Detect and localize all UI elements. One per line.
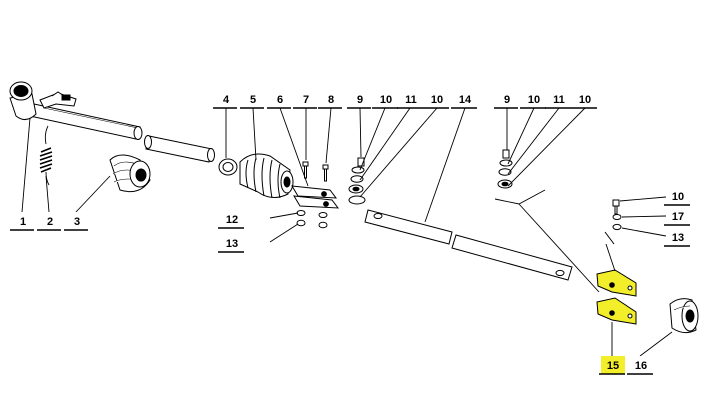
callout-5: 5 [240, 90, 264, 109]
callout-9: 9 [494, 90, 518, 109]
callout-box [242, 90, 264, 108]
callout-10: 10 [423, 90, 449, 109]
callout-9: 9 [347, 90, 371, 109]
callout-number: 11 [405, 94, 417, 106]
part-4-ring [218, 158, 238, 176]
callout-box [666, 187, 690, 205]
callout-number: 4 [223, 94, 230, 106]
connecting-tube [144, 135, 215, 163]
callout-box [320, 90, 342, 108]
callout-number: 8 [328, 94, 334, 106]
callout-box [522, 90, 546, 108]
part-3-rubber-bushing [109, 154, 151, 193]
callout-number: 17 [672, 211, 684, 223]
callout-number: 12 [226, 214, 238, 226]
callout-box [666, 207, 690, 225]
callout-10: 10 [372, 90, 398, 109]
part-13-nuts [296, 219, 328, 229]
part-8-bolt [322, 164, 329, 182]
callout-box [547, 90, 571, 108]
callout-box [295, 90, 317, 108]
part-15-bracket-highlighted [596, 269, 637, 325]
callout-number: 6 [277, 94, 283, 106]
callout-17: 17 [664, 207, 690, 226]
callout-number: 13 [672, 232, 684, 244]
callout-box [66, 212, 88, 230]
callout-2: 2 [37, 212, 61, 231]
callout-8: 8 [318, 90, 342, 109]
callout-1: 1 [10, 212, 34, 231]
callout-box [666, 228, 690, 246]
callout-11: 11 [545, 90, 571, 109]
callout-4: 4 [213, 90, 237, 109]
callout-box [39, 212, 61, 230]
callout-number: 15 [607, 360, 619, 372]
callout-15: 15 [599, 356, 625, 375]
callout-box [374, 90, 398, 108]
callout-3: 3 [64, 212, 88, 231]
callout-box [399, 90, 423, 108]
callout-number: 3 [74, 216, 80, 228]
part-1-lever-shaft [9, 81, 143, 140]
callout-12: 12 [218, 210, 244, 229]
part-5-ribbed-boot [239, 153, 294, 199]
callout-number: 10 [528, 94, 540, 106]
callout-box [453, 90, 477, 108]
callout-number: 2 [47, 216, 53, 228]
callout-14: 14 [451, 90, 477, 109]
part-12-washers [296, 210, 328, 218]
callout-number: 16 [635, 360, 647, 372]
callout-box [269, 90, 291, 108]
hardware-stack-top-right [604, 199, 622, 245]
callout-number: 9 [504, 94, 510, 106]
part-6-bracket [291, 185, 340, 209]
callout-box [425, 90, 449, 108]
callout-number: 14 [459, 94, 472, 106]
callout-10: 10 [571, 90, 597, 109]
callout-11: 11 [397, 90, 423, 109]
part-14-link-rod [364, 209, 573, 281]
callout-number: 10 [579, 94, 591, 106]
callout-number: 10 [672, 191, 684, 203]
callout-13: 13 [218, 234, 244, 253]
callout-number: 10 [380, 94, 392, 106]
hardware-stack-right [497, 149, 513, 189]
callout-6: 6 [267, 90, 291, 109]
callout-number: 11 [553, 94, 565, 106]
callout-box [215, 90, 237, 108]
callout-10: 10 [520, 90, 546, 109]
callout-box [573, 90, 597, 108]
callout-number: 5 [250, 94, 256, 106]
hardware-stack-middle [348, 157, 366, 205]
callout-7: 7 [293, 90, 317, 109]
part-16-pulley [669, 298, 699, 334]
callout-box [220, 234, 244, 252]
callout-16: 16 [627, 356, 653, 375]
callout-13: 13 [664, 228, 690, 247]
callout-number: 13 [226, 238, 238, 250]
part-2-spring [39, 125, 53, 186]
callout-box [496, 90, 518, 108]
callout-number: 9 [357, 94, 363, 106]
callout-box [629, 356, 653, 374]
leader-lines [21, 107, 673, 357]
callout-number: 1 [20, 216, 26, 228]
callout-box [349, 90, 371, 108]
callout-box [12, 212, 34, 230]
callout-10: 10 [664, 187, 690, 206]
callout-box [601, 356, 625, 374]
callout-number: 7 [303, 94, 309, 106]
part-7-bolt [302, 161, 309, 179]
callout-box [220, 210, 244, 228]
callout-number: 10 [431, 94, 443, 106]
